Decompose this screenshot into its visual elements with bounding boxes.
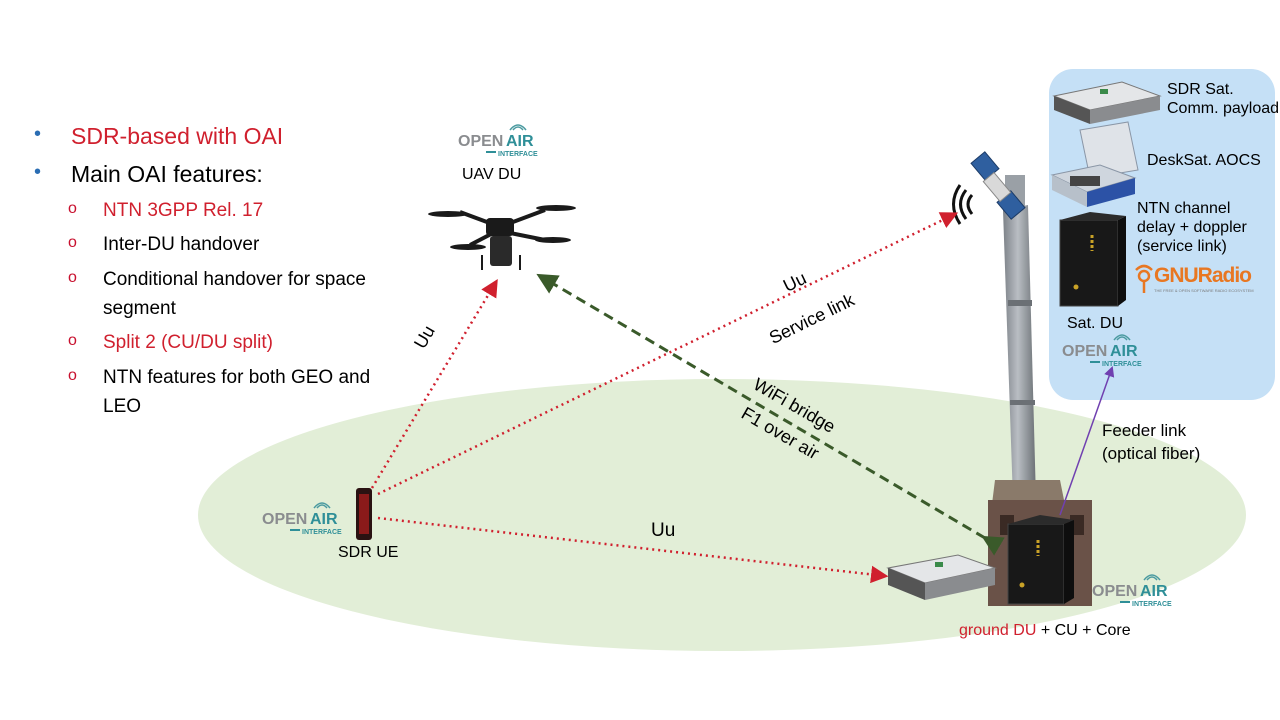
oai-logo-uav: OPEN AIR INTERFACE [456, 116, 552, 162]
oai-interface-text: INTERFACE [498, 151, 538, 158]
signal-waves-icon [952, 184, 974, 225]
label-ground-du: ground DU [959, 622, 1037, 639]
label-sat-du: Sat. DU [1067, 315, 1124, 332]
bullet-text: Conditional handover for space segment [103, 269, 367, 319]
bullet-text: Main OAI features: [71, 161, 263, 187]
oai-open-text: OPEN [1062, 343, 1107, 360]
label-sdr-ue: SDR UE [338, 544, 399, 561]
ntn-channel-server-icon [1059, 212, 1126, 307]
link-f1-wifi [536, 273, 1005, 556]
oai-air-text: AIR [506, 133, 534, 150]
oai-logo-ue: OPEN AIR INTERFACE [260, 494, 356, 540]
oai-air-text: AIR [1140, 583, 1168, 600]
oai-logo-mark: OPEN AIR INTERFACE [1092, 574, 1172, 608]
label-desksat: DeskSat. AOCS [1147, 152, 1261, 169]
bullet-text: Inter-DU handover [103, 234, 260, 255]
oai-open-text: OPEN [1092, 583, 1137, 600]
gnuradio-tagline: THE FREE & OPEN SOFTWARE RADIO ECOSYSTEM [1154, 288, 1254, 293]
sdr-ue-device-icon [356, 488, 372, 540]
label-feeder-link: Feeder link [1102, 421, 1187, 440]
oai-logo-mark: OPEN AIR INTERFACE [1062, 334, 1142, 368]
oai-interface-text: INTERFACE [1132, 601, 1172, 608]
desksat-aocs-icon [1050, 121, 1139, 207]
oai-interface-text: INTERFACE [1102, 361, 1142, 368]
sdr-sat-payload-icon [1052, 81, 1162, 124]
label-sdr-sat-2: Comm. payload [1167, 100, 1280, 117]
label-ntn-channel-1: NTN channel [1137, 200, 1231, 217]
oai-air-text: AIR [1110, 343, 1138, 360]
ground-sdr-box-icon [886, 554, 997, 600]
link-ue-uav [370, 279, 498, 489]
gnuradio-logo-icon [1135, 264, 1153, 293]
ground-du-server-icon [1007, 515, 1074, 605]
label-sdr-sat-1: SDR Sat. [1167, 81, 1234, 98]
label-ntn-channel-3: (service link) [1137, 238, 1227, 255]
label-uav-du: UAV DU [462, 166, 522, 183]
label-ground-node: ground DU + CU + Core [959, 622, 1131, 640]
bullet-text: NTN features for both GEO and LEO [103, 367, 371, 417]
link-ue-ground [377, 516, 889, 584]
label-cu-core: + CU + Core [1036, 622, 1131, 639]
oai-logo-mark: OPEN AIR INTERFACE [458, 124, 538, 158]
label-optical-fiber: (optical fiber) [1102, 444, 1201, 463]
satellite-icon [970, 151, 1026, 220]
label-ntn-channel-2: delay + doppler [1137, 219, 1247, 236]
link-ue-satellite [377, 212, 959, 496]
bullet-text: SDR-based with OAI [71, 123, 284, 149]
oai-logo-mark: OPEN AIR INTERFACE [262, 502, 342, 536]
oai-logo-sat: OPEN AIR INTERFACE [1060, 326, 1156, 372]
label-uu-ground: Uu [651, 520, 676, 541]
oai-open-text: OPEN [458, 133, 503, 150]
bullet-text: Split 2 (CU/DU split) [103, 332, 273, 353]
oai-logo-ground: OPEN AIR INTERFACE [1090, 566, 1186, 612]
oai-open-text: OPEN [262, 511, 307, 528]
uav-drone-icon [428, 205, 576, 270]
bullet-text: NTN 3GPP Rel. 17 [103, 200, 264, 221]
link-feeder [1059, 366, 1115, 516]
gnuradio-logo-text: GNURadio [1154, 264, 1252, 287]
oai-air-text: AIR [310, 511, 338, 528]
oai-interface-text: INTERFACE [302, 529, 342, 536]
